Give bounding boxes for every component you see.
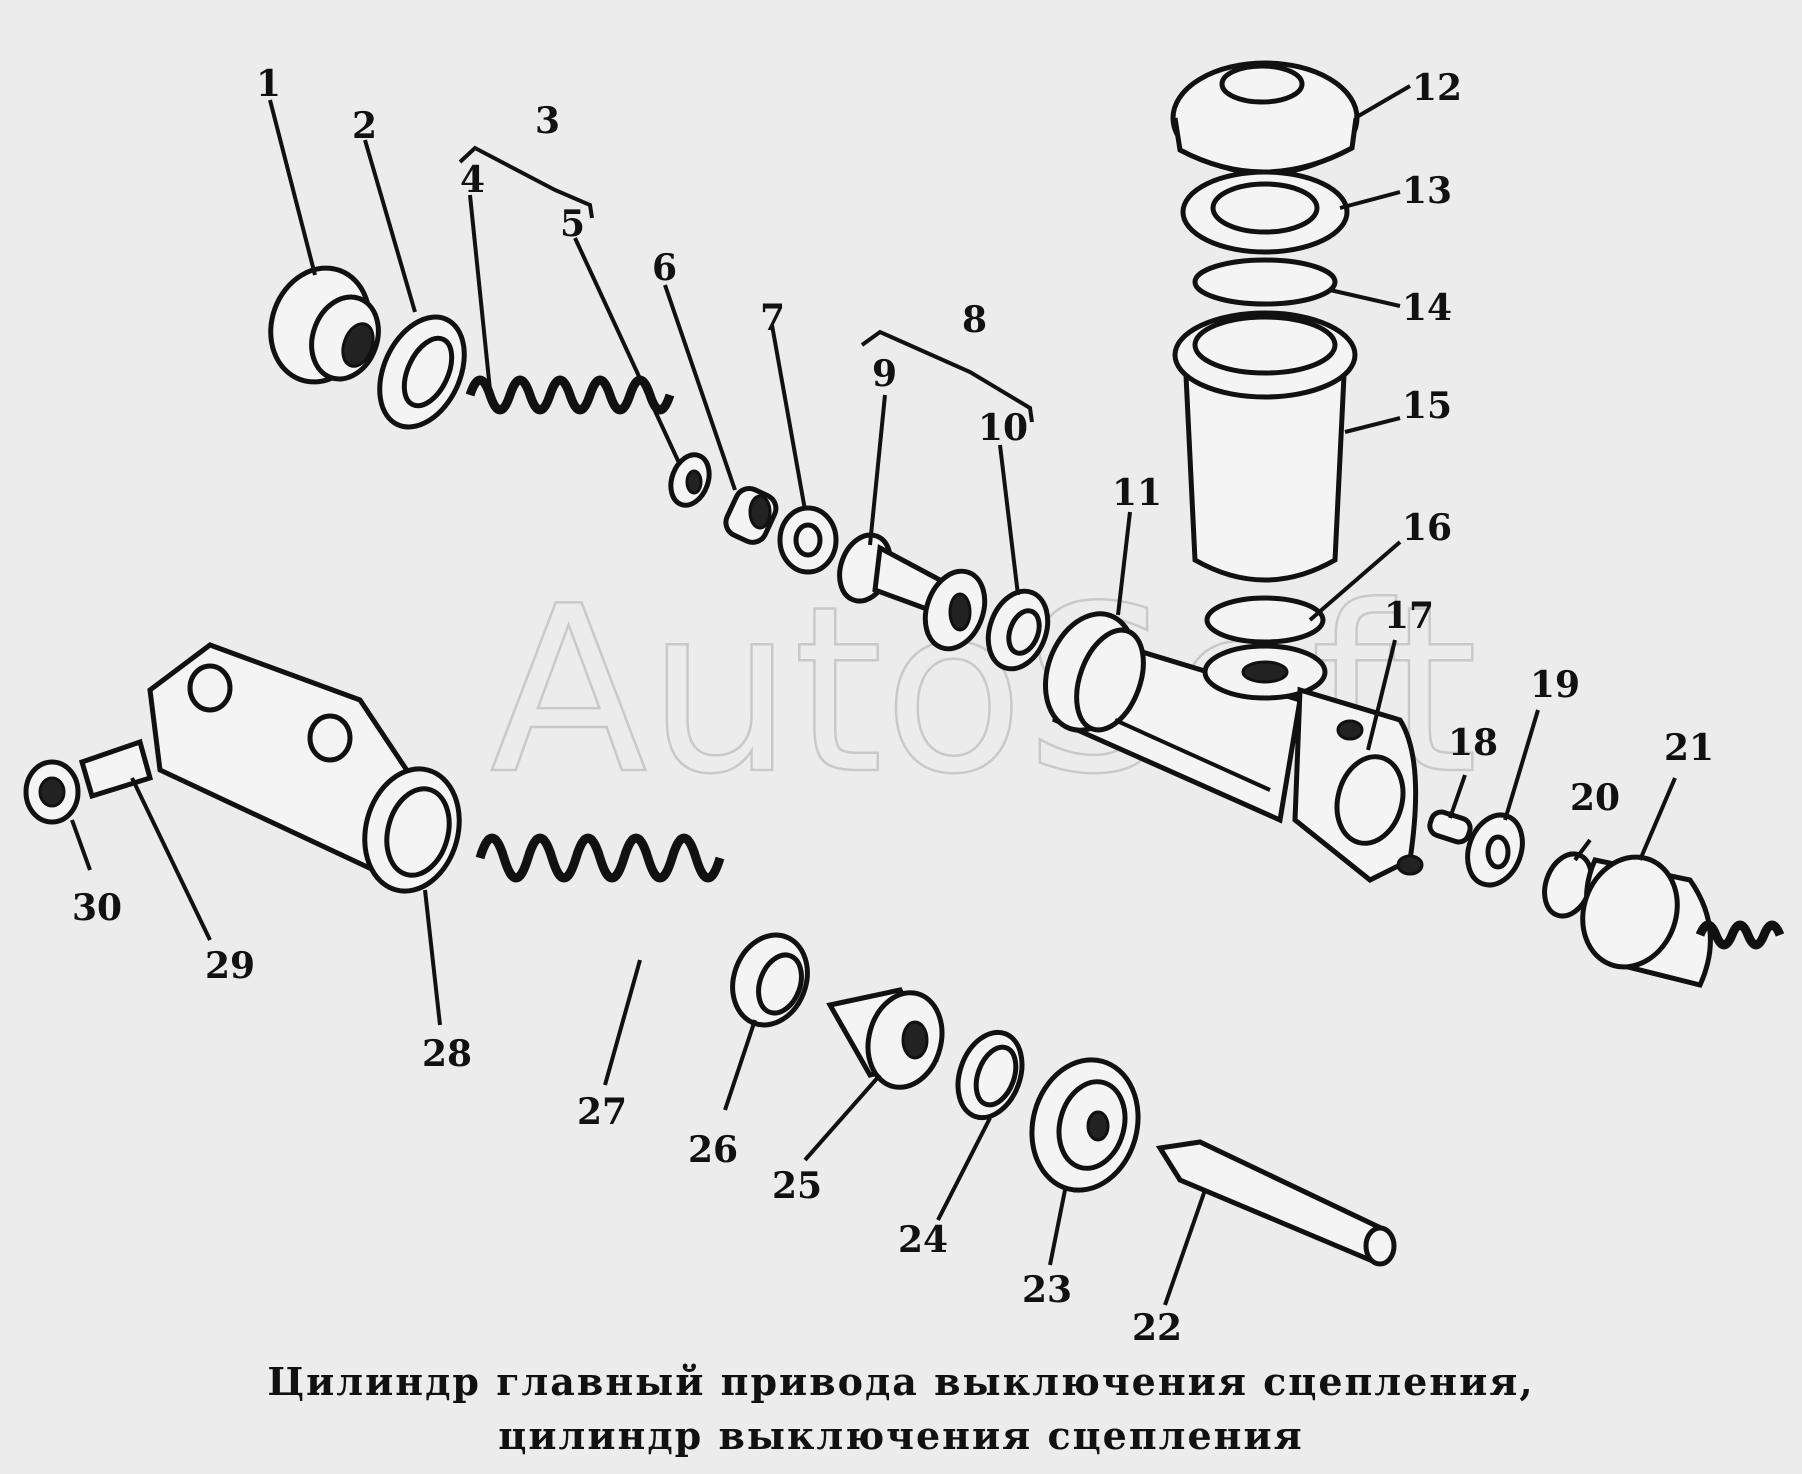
callout-18: 18 [1448, 722, 1498, 764]
callout-4: 4 [460, 159, 485, 201]
part-4-spring [465, 375, 675, 415]
part-23-boot [1029, 1057, 1141, 1193]
callout-25: 25 [772, 1165, 822, 1207]
callout-8: 8 [962, 299, 987, 341]
callout-2: 2 [352, 105, 377, 147]
callout-7: 7 [760, 297, 785, 339]
callout-5: 5 [560, 203, 585, 245]
callout-27: 27 [577, 1091, 627, 1133]
callout-29: 29 [205, 945, 255, 987]
master-cylinder-assembly [268, 60, 1785, 988]
callout-16: 16 [1402, 507, 1452, 549]
callout-numbers: 1 2 3 4 5 6 7 8 9 10 11 12 13 14 15 16 1… [72, 63, 1714, 1349]
callout-1: 1 [256, 63, 281, 105]
part-18-pin [1427, 809, 1473, 845]
part-1-nut [268, 265, 381, 385]
part-12-cap [1170, 60, 1360, 176]
callout-20: 20 [1570, 777, 1620, 819]
part-19-washer [1465, 812, 1525, 888]
callout-6: 6 [652, 247, 677, 289]
part-5-valve [668, 452, 712, 508]
callout-12: 12 [1412, 67, 1462, 109]
leader-lines [70, 84, 1677, 1306]
diagram-caption: Цилиндр главный привода выключения сцепл… [0, 1355, 1802, 1463]
part-16-gasket [1202, 595, 1328, 701]
part-14-ring [1192, 257, 1338, 307]
callout-19: 19 [1530, 664, 1580, 706]
callout-22: 22 [1132, 1307, 1182, 1349]
part-29-bleeder [78, 738, 154, 800]
callout-23: 23 [1022, 1269, 1072, 1311]
part-9-piston [837, 532, 988, 652]
part-10-cup [985, 588, 1051, 672]
part-21-boot [1580, 854, 1785, 988]
part-26-cup [730, 932, 810, 1028]
part-2-gasket [377, 314, 467, 430]
part-22-pushrod [1155, 1139, 1397, 1267]
callout-14: 14 [1402, 287, 1452, 329]
part-6-sleeve [723, 485, 779, 545]
bracket-8 [860, 329, 1034, 423]
callout-13: 13 [1402, 170, 1452, 212]
part-13-filter [1180, 169, 1350, 255]
part-25-piston [826, 987, 945, 1090]
callout-24: 24 [898, 1219, 948, 1261]
callout-28: 28 [422, 1033, 472, 1075]
callout-17: 17 [1384, 595, 1434, 637]
callout-10: 10 [978, 407, 1028, 449]
callout-21: 21 [1664, 727, 1714, 769]
callout-26: 26 [688, 1129, 738, 1171]
part-7-washer [777, 505, 839, 575]
callout-9: 9 [872, 353, 897, 395]
part-17-flange [1292, 686, 1424, 883]
bracket-3 [458, 145, 594, 219]
caption-line-1: Цилиндр главный привода выключения сцепл… [267, 1359, 1535, 1404]
callout-30: 30 [72, 887, 122, 929]
callout-11: 11 [1112, 472, 1162, 514]
part-27-spring [475, 833, 725, 883]
part-15-reservoir [1172, 310, 1358, 583]
part-24-ring [955, 1029, 1025, 1121]
caption-line-2: цилиндр выключения сцепления [498, 1413, 1304, 1458]
part-28-body [147, 642, 462, 894]
part-11-cylinder-body [1043, 611, 1303, 824]
part-30-cap [23, 759, 81, 825]
callout-3: 3 [535, 100, 560, 142]
callout-15: 15 [1402, 385, 1452, 427]
